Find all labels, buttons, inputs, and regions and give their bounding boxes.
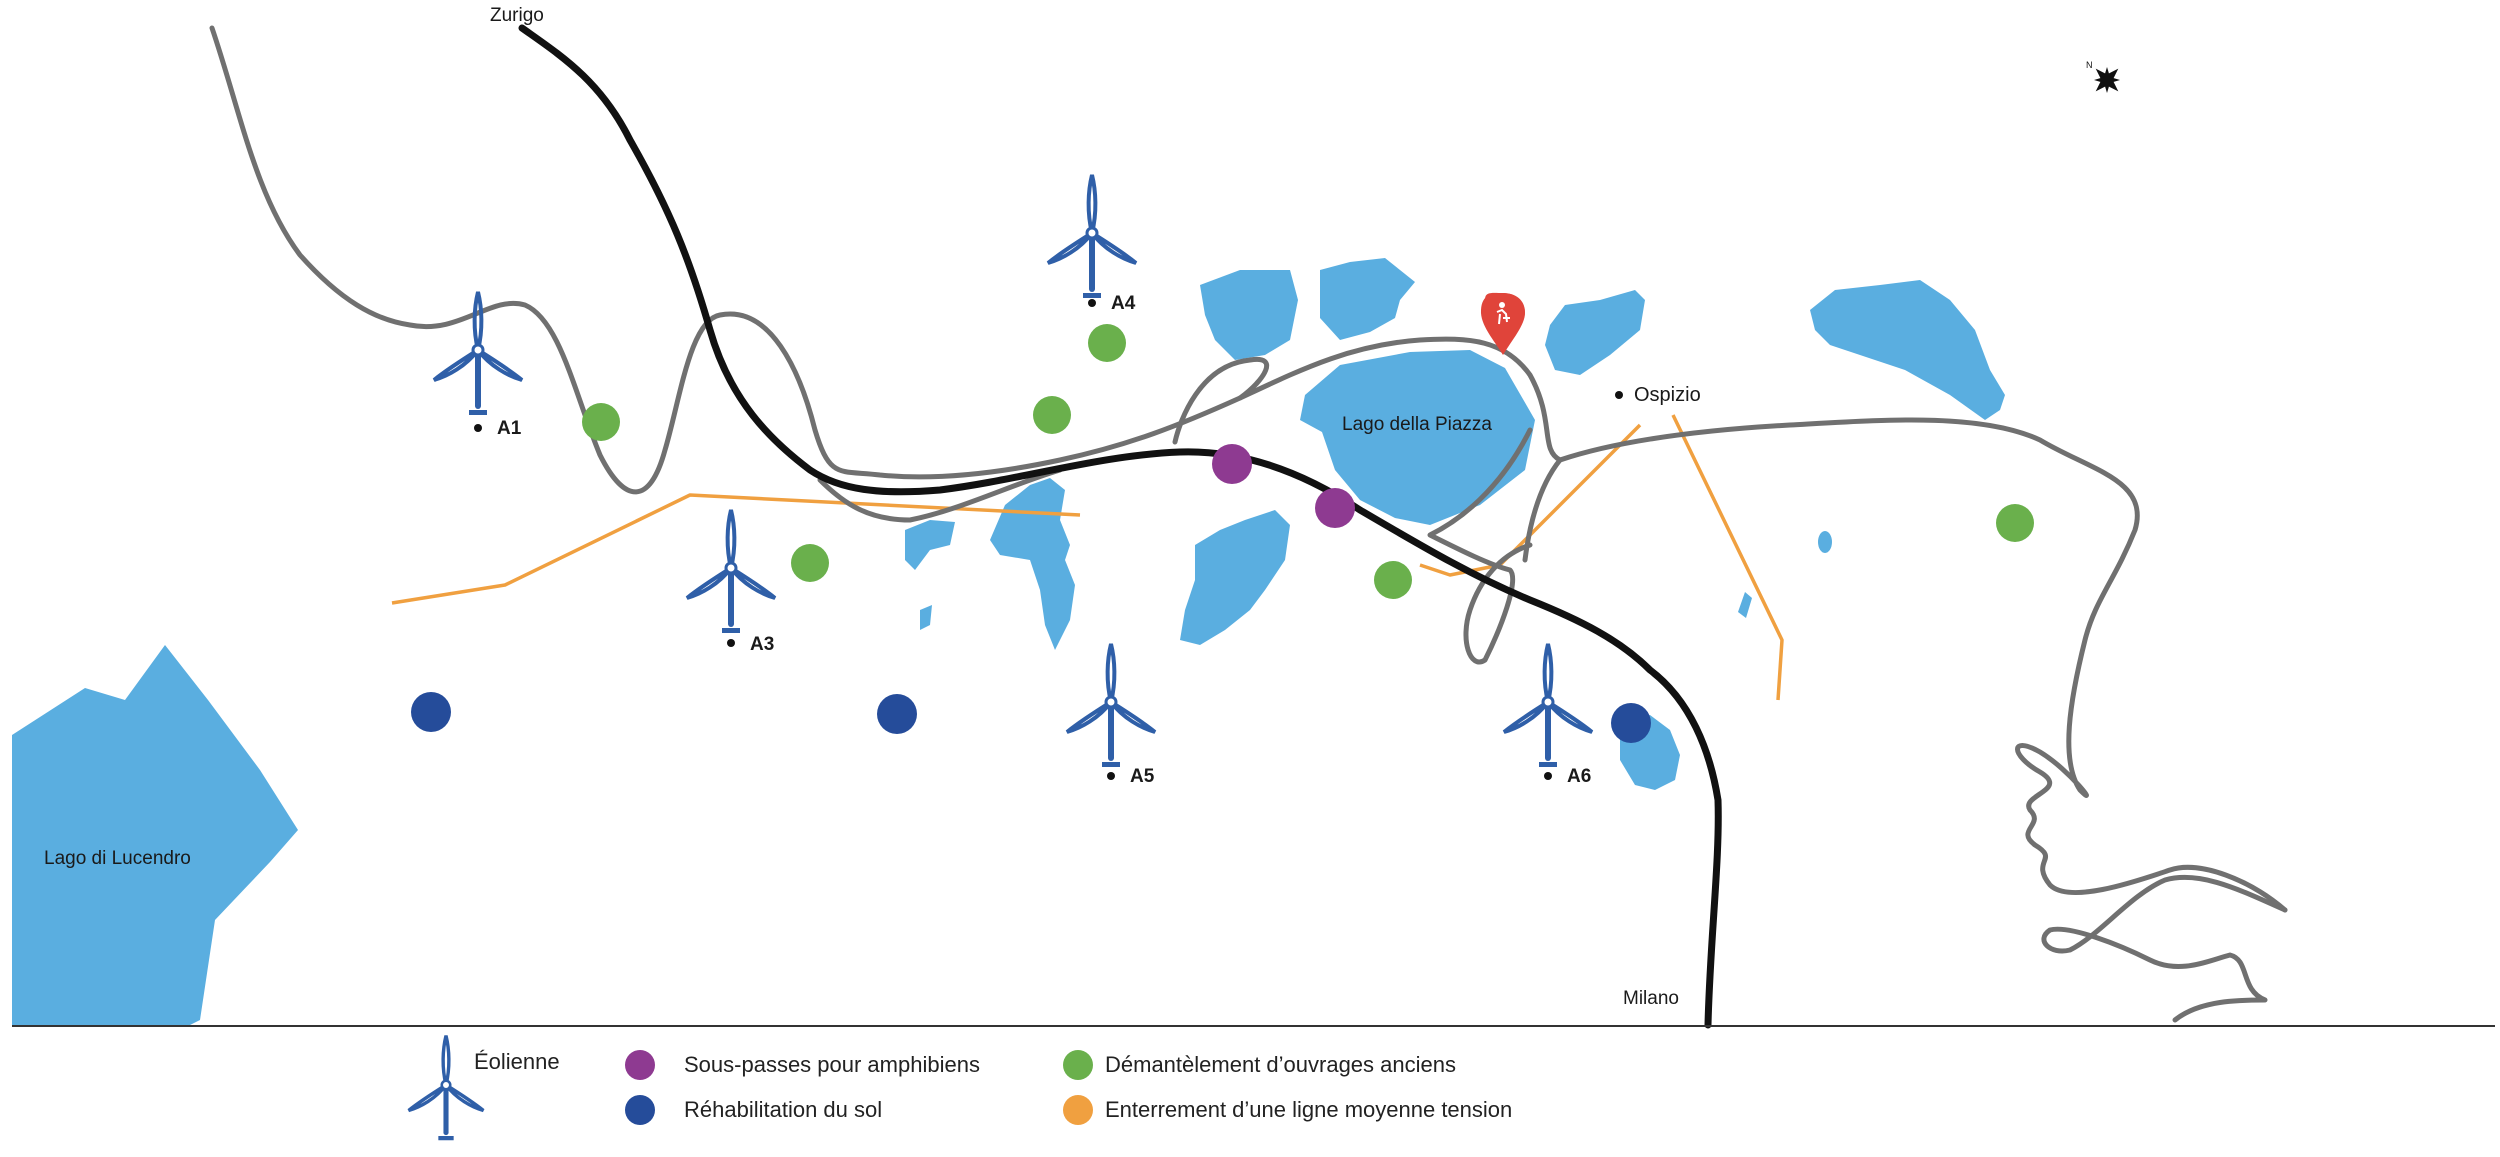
turbine-label: A3 [750, 634, 774, 655]
legend-orange-swatch [1063, 1095, 1093, 1125]
turbine-label: A6 [1567, 766, 1591, 787]
hospice-marker-icon [1480, 292, 1525, 355]
legend-green-swatch [1063, 1050, 1093, 1080]
point-purple [1315, 488, 1355, 528]
point-navy [877, 694, 917, 734]
lake-label-lucendro: Lago di Lucendro [44, 848, 191, 869]
lake-north-2 [1320, 258, 1415, 340]
turbine-label: A1 [497, 418, 522, 439]
lake-east [1810, 280, 2005, 420]
legend-eolienne: Éolienne [474, 1049, 560, 1074]
turbine-label: A4 [1111, 293, 1136, 314]
switchback-lower [2041, 874, 2288, 1023]
point-green [1374, 561, 1412, 599]
lake-north-3 [1545, 290, 1645, 375]
place-milano: Milano [1623, 988, 1679, 1009]
point-green [791, 544, 829, 582]
place-zurigo: Zurigo [490, 5, 544, 26]
measure-points [411, 324, 2034, 743]
legend-rehabilitation: Réhabilitation du sol [684, 1097, 882, 1122]
point-green [582, 403, 620, 441]
lake-center-2 [1180, 510, 1290, 645]
main-road [209, 25, 2288, 913]
legend-purple-swatch [625, 1050, 655, 1080]
wind-turbine-icon [687, 510, 775, 633]
wind-turbine-icon [1048, 175, 1136, 298]
legend-navy-swatch [625, 1095, 655, 1125]
point-navy [411, 692, 451, 732]
ospizio-dot [1615, 391, 1623, 399]
lago-della-piazza [1300, 350, 1535, 525]
wind-turbine-icon [409, 1036, 484, 1141]
wind-turbine-icon [1067, 644, 1155, 767]
railway [518, 24, 1722, 1029]
road-loop-a [1172, 356, 1270, 445]
turbine-a4: A4 [1048, 175, 1136, 314]
medium-voltage-line [391, 414, 1784, 701]
road-east-branch [1522, 457, 1563, 563]
point-green [1033, 396, 1071, 434]
point-purple [1212, 444, 1252, 484]
turbine-a5: A5 [1067, 644, 1155, 787]
lake-tiny-1 [1818, 531, 1832, 553]
legend-sous-passes: Sous-passes pour amphibiens [684, 1052, 980, 1077]
turbine-a1: A1 [434, 292, 522, 439]
lago-di-lucendro [12, 645, 298, 1025]
turbine-label: A5 [1130, 766, 1155, 787]
legend-demantelement: Démantèlement d’ouvrages anciens [1105, 1052, 1456, 1077]
road-west-branch [817, 467, 1063, 523]
place-ospizio: Ospizio [1634, 384, 1701, 406]
svg-text:N: N [2086, 60, 2093, 70]
legend: Éolienne Sous-passes pour amphibiens Réh… [409, 1036, 1512, 1141]
lake-small-1 [905, 520, 955, 570]
turbine-a3: A3 [687, 510, 775, 655]
turbine-a6: A6 [1504, 644, 1592, 787]
point-green [1996, 504, 2034, 542]
point-navy [1611, 703, 1651, 743]
point-green [1088, 324, 1126, 362]
lake-center-1 [990, 478, 1075, 650]
wind-turbine-icon [1504, 644, 1592, 767]
lakes [12, 258, 2005, 1025]
lake-tiny-2 [1738, 592, 1752, 618]
lake-label-piazza: Lago della Piazza [1342, 414, 1492, 435]
legend-enterrement: Enterrement d’une ligne moyenne tension [1105, 1097, 1512, 1122]
north-arrow-icon: N [2086, 60, 2120, 93]
lake-north-1 [1200, 270, 1298, 360]
lake-small-2 [920, 605, 932, 630]
